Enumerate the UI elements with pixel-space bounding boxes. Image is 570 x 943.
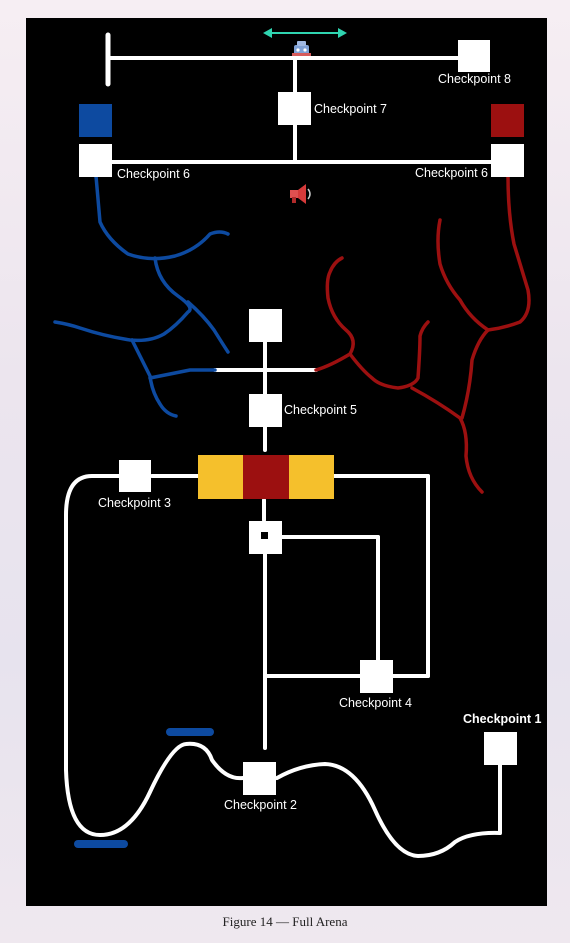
checkpoint-8-square [458, 40, 490, 72]
checkpoint-7-square [278, 92, 311, 125]
checkpoint-8-label: Checkpoint 8 [438, 72, 511, 86]
blue-base [79, 104, 112, 137]
checkpoint-2-square [243, 762, 276, 795]
track-lines [64, 32, 502, 858]
checkpoint-5-label: Checkpoint 5 [284, 403, 357, 417]
blue-bar-bottom [74, 840, 128, 848]
checkpoint-3-square [119, 460, 151, 492]
figure-caption: Figure 14 — Full Arena [222, 914, 348, 929]
checkpoint-6-right-square [491, 144, 524, 177]
blue-paths [53, 153, 230, 418]
arena-panel: Checkpoint 8 Checkpoint 7 Checkpoint 6 C… [26, 18, 547, 906]
blue-bar-top [166, 728, 214, 736]
checkpoint-5-square [249, 394, 282, 427]
checkpoint-1-square [484, 732, 517, 765]
red-base [491, 104, 524, 137]
checkpoint-6-left-square [79, 144, 112, 177]
arena-map: Checkpoint 8 Checkpoint 7 Checkpoint 6 C… [53, 28, 542, 858]
red-paths [314, 174, 531, 494]
checkpoint-3-label: Checkpoint 3 [98, 496, 171, 510]
top-center-square [249, 309, 282, 342]
red-zone-center [243, 455, 289, 499]
checkpoint-2-label: Checkpoint 2 [224, 798, 297, 812]
checkpoint-6-left-label: Checkpoint 6 [117, 167, 190, 181]
yellow-zone-right [289, 455, 334, 499]
checkpoint-4-label: Checkpoint 4 [339, 696, 412, 710]
checkpoint-1-label: Checkpoint 1 [463, 712, 542, 726]
checkpoint-7-label: Checkpoint 7 [314, 102, 387, 116]
checkpoint-4-square [360, 660, 393, 693]
yellow-zone-left [198, 455, 243, 499]
junction-dot [261, 532, 268, 539]
megaphone-icon [290, 184, 311, 204]
robot-icon [292, 41, 311, 56]
checkpoint-6-right-label: Checkpoint 6 [415, 166, 488, 180]
double-arrow-icon [263, 28, 347, 38]
